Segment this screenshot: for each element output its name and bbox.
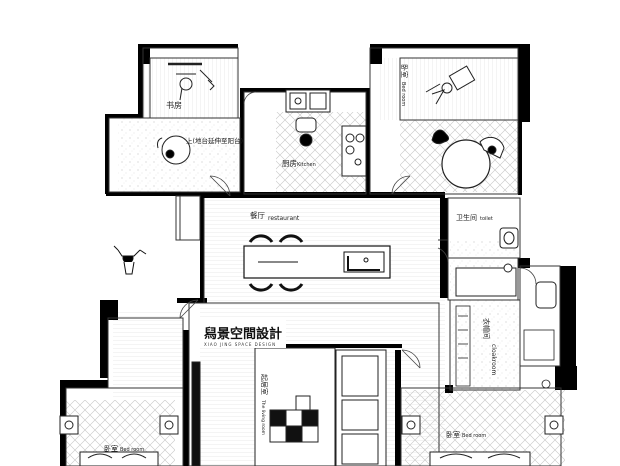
- door-swings: [179, 91, 537, 369]
- bedroom-ne-label: 卧室: [400, 64, 409, 78]
- room-labels: 书房 上(地台延伸至阳台) 厨房 Kitchen 卧室 Bed room 餐厅 …: [104, 64, 497, 453]
- bedroom-ne-label-en: Bed room: [400, 82, 406, 106]
- cloakroom-fixtures: [455, 305, 555, 389]
- dining-furniture: [243, 234, 391, 292]
- living-label-en: The living room: [260, 399, 266, 435]
- brand-name: 舄景空間設計: [204, 326, 282, 342]
- bedroom-sw-furniture: [59, 415, 179, 466]
- bathroom-label-en: toilet: [480, 216, 493, 222]
- bedroom-sw-label-en: Bed room: [120, 447, 144, 453]
- cloakroom-label-en: cloakroom: [490, 344, 497, 375]
- study-label: 书房: [166, 100, 182, 110]
- bathroom-fixtures: [455, 227, 557, 309]
- living-label: 起居室: [260, 374, 269, 395]
- dining-label-en: restaurant: [268, 215, 300, 222]
- kitchen-label: 厨房: [282, 158, 297, 168]
- bathroom-label: 卫生间: [456, 213, 477, 222]
- person-figure: [113, 245, 147, 275]
- dining-label: 餐厅: [250, 211, 265, 220]
- bedroom-se-label-en: Bed room: [462, 433, 486, 439]
- study-furniture: [157, 62, 215, 165]
- bedroom-se-label: 卧室: [446, 430, 460, 439]
- study-note: 上(地台延伸至阳台): [186, 136, 243, 145]
- bedroom-se-furniture: [401, 415, 564, 466]
- kitchen-furniture: [285, 89, 367, 177]
- bedroom-ne-furniture: [425, 65, 505, 189]
- brand-logo: 舄景空間設計 XIAO JING SPACE DESIGN: [200, 318, 286, 348]
- living-furniture: [191, 347, 387, 466]
- brand-tagline: XIAO JING SPACE DESIGN: [204, 342, 276, 347]
- bedroom-sw-label: 卧室: [104, 444, 118, 453]
- kitchen-label-en: Kitchen: [297, 162, 316, 168]
- cloakroom-label: 衣帽间: [482, 318, 491, 339]
